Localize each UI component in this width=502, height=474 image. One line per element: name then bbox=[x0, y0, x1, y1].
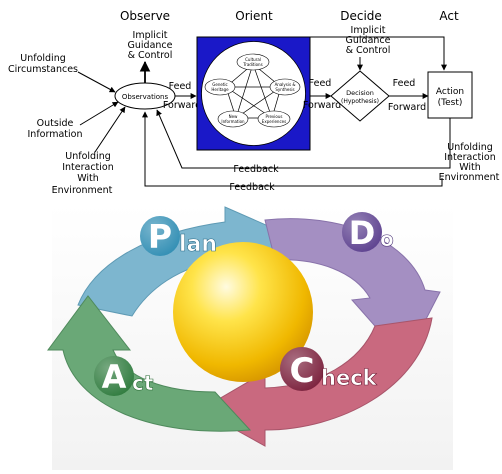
implicit-guidance-right: Implicit Guidance & Control bbox=[346, 25, 391, 56]
implicit-left-line-3: & Control bbox=[128, 50, 173, 61]
implicit-right-line-1: Implicit bbox=[351, 25, 386, 36]
pdca-center-sphere bbox=[173, 242, 313, 382]
header-observe: Observe bbox=[120, 9, 170, 23]
arrow-outside-information bbox=[79, 101, 119, 126]
implicit-left-line-1: Implicit bbox=[133, 30, 168, 41]
feedback-lower-line bbox=[142, 111, 443, 187]
feed-forward-1-label: Feed Forward bbox=[163, 81, 201, 111]
unfolding-interaction-right-label: Unfolding Interaction With Environment bbox=[439, 142, 500, 183]
implicit-guidance-left: Implicit Guidance & Control bbox=[128, 30, 173, 61]
action-line-1: Action bbox=[436, 87, 464, 97]
feedback-upper-line bbox=[156, 109, 451, 169]
outside-information-line-2: Information bbox=[28, 129, 83, 140]
feedback-upper-label: Feedback bbox=[233, 164, 279, 175]
pdca-plan-arrow bbox=[77, 206, 302, 317]
decision-node bbox=[330, 70, 390, 122]
orient-analysis-line-2: Synthesis bbox=[275, 87, 294, 92]
orient-node-new-info: New Information bbox=[217, 110, 249, 128]
pdca-act-arrow bbox=[47, 295, 252, 432]
orient-node-genetic: Genetic Heritage bbox=[204, 78, 236, 96]
pdca-cycle-diagram: P lan D o C heck A ct bbox=[47, 204, 453, 470]
unfolding-interaction-left-label: Unfolding Interaction With Environment bbox=[52, 151, 114, 196]
orient-node-cultural: Cultural Traditions bbox=[236, 53, 270, 71]
orient-node-analysis: Analysis & Synthesis bbox=[269, 78, 301, 96]
outside-information-label: Outside Information bbox=[28, 118, 83, 140]
feed-forward-3-line-1: Feed bbox=[393, 78, 416, 89]
feed-forward-3-label: Feed Forward bbox=[388, 78, 426, 113]
header-act: Act bbox=[439, 9, 459, 23]
pdca-check-label: C heck bbox=[280, 347, 378, 391]
act-badge-letter: A bbox=[102, 358, 127, 396]
feed-forward-1-line-1: Feed bbox=[169, 81, 192, 92]
check-label-rest: heck bbox=[321, 366, 378, 390]
arrow-unfolding-circumstances bbox=[77, 71, 116, 93]
do-label-rest: o bbox=[380, 227, 394, 251]
unfolding-interaction-left-line-2: Interaction bbox=[62, 162, 114, 173]
implicit-left-line-2: Guidance bbox=[128, 40, 173, 51]
unfolding-interaction-left-line-3: With bbox=[77, 173, 99, 184]
decision-line-2: (Hypothesis) bbox=[341, 98, 379, 105]
act-label-rest: ct bbox=[132, 371, 154, 395]
pdca-plan-label: P lan bbox=[140, 216, 217, 257]
header-orient: Orient bbox=[235, 9, 273, 23]
feed-forward-2-line-2: Forward bbox=[303, 100, 341, 111]
feed-forward-2-label: Feed Forward bbox=[303, 78, 341, 111]
outside-information-line-1: Outside bbox=[37, 118, 74, 129]
orient-cultural-line-1: Cultural bbox=[245, 57, 261, 62]
unfolding-interaction-right-line-1: Unfolding bbox=[447, 142, 493, 153]
check-badge-letter: C bbox=[290, 351, 315, 391]
unfolding-circumstances-label: Unfolding Circumstances bbox=[8, 53, 78, 75]
plan-label-rest: lan bbox=[179, 232, 217, 257]
arrow-implicit-guidance-act bbox=[310, 36, 447, 71]
pdca-do-label: D o bbox=[342, 212, 394, 252]
arrow-unfolding-interaction-left bbox=[94, 106, 126, 153]
implicit-right-line-2: Guidance bbox=[346, 35, 391, 46]
observations-label: Observations bbox=[122, 93, 169, 101]
unfolding-circumstances-line-2: Circumstances bbox=[8, 64, 78, 75]
unfolding-interaction-right-line-2: Interaction bbox=[444, 152, 496, 163]
unfolding-interaction-left-line-1: Unfolding bbox=[65, 151, 111, 162]
feed-forward-1-line-2: Forward bbox=[163, 100, 201, 111]
ooda-loop-diagram: Observe Orient Decide Act Implicit Guida… bbox=[8, 9, 500, 196]
orient-cultural-line-2: Traditions bbox=[242, 62, 262, 67]
orient-node-previous: Previous Experiences bbox=[257, 110, 291, 128]
unfolding-circumstances-line-1: Unfolding bbox=[20, 53, 66, 64]
orient-new-info-line-2: Information bbox=[221, 119, 245, 124]
feed-forward-3-line-2: Forward bbox=[388, 102, 426, 113]
orient-previous-line-1: Previous bbox=[266, 114, 283, 119]
feedback-lower-label: Feedback bbox=[229, 182, 275, 193]
orient-genetic-line-1: Genetic bbox=[212, 82, 227, 87]
action-node bbox=[427, 71, 473, 119]
header-decide: Decide bbox=[340, 9, 382, 23]
unfolding-interaction-right-line-4: Environment bbox=[439, 172, 500, 183]
unfolding-interaction-left-line-4: Environment bbox=[52, 185, 113, 196]
decision-line-1: Decision bbox=[346, 89, 374, 97]
feed-forward-2-line-1: Feed bbox=[309, 78, 332, 89]
orient-new-info-line-1: New bbox=[229, 114, 238, 119]
pdca-act-label: A ct bbox=[94, 356, 154, 396]
implicit-right-line-3: & Control bbox=[346, 45, 391, 56]
orient-previous-line-2: Experiences bbox=[262, 119, 286, 124]
plan-badge-letter: P bbox=[148, 217, 172, 256]
orient-genetic-line-2: Heritage bbox=[211, 87, 229, 92]
orient-analysis-line-1: Analysis & bbox=[275, 82, 296, 87]
action-line-2: (Test) bbox=[438, 98, 463, 108]
unfolding-interaction-right-line-3: With bbox=[459, 162, 481, 173]
do-badge-letter: D bbox=[349, 214, 376, 252]
